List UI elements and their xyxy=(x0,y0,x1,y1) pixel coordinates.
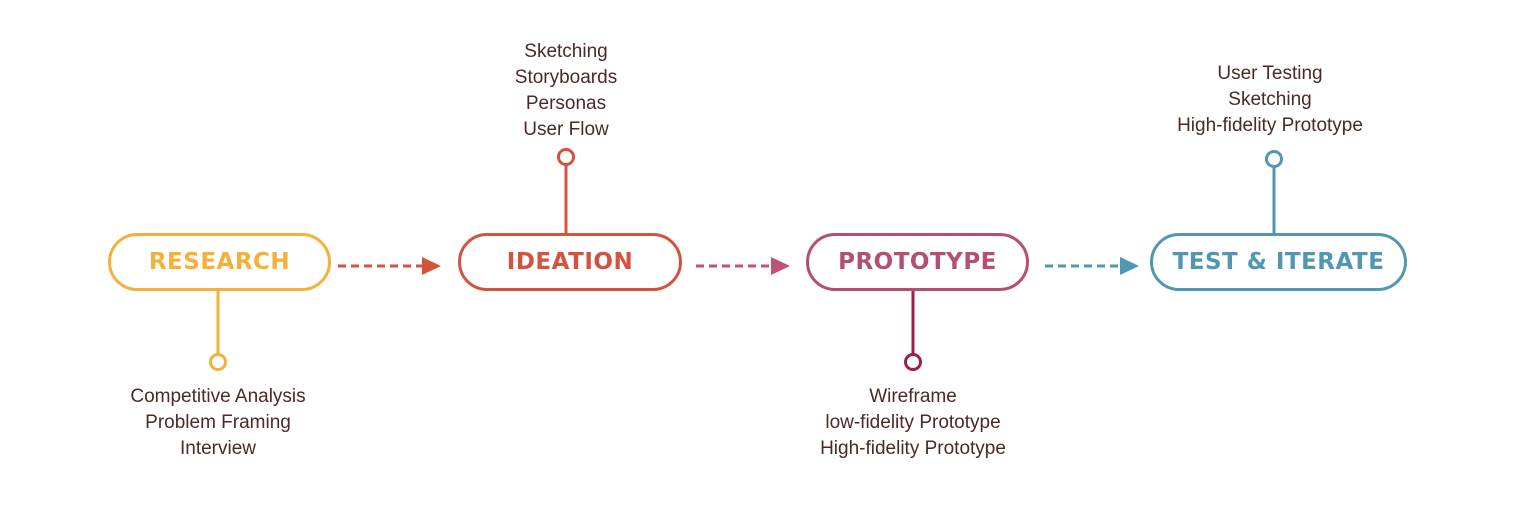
test-dot xyxy=(1265,150,1283,168)
ideation-dot xyxy=(557,148,575,166)
stage-ideation-label: IDEATION xyxy=(506,249,634,275)
stage-research-label: RESEARCH xyxy=(148,249,291,275)
detail-item: low-fidelity Prototype xyxy=(825,412,1001,433)
stage-prototype-label: PROTOTYPE xyxy=(838,249,997,275)
stage-prototype: PROTOTYPE xyxy=(806,233,1029,291)
detail-item: Personas xyxy=(525,93,607,114)
detail-item: Problem Framing xyxy=(145,412,291,433)
arrowhead-prototype-test xyxy=(1120,257,1139,275)
detail-item: Storyboards xyxy=(514,67,618,88)
arrowhead-ideation-prototype xyxy=(771,257,790,275)
detail-item: Sketching xyxy=(1228,89,1312,110)
detail-item: User Testing xyxy=(1217,63,1323,84)
stage-ideation: IDEATION xyxy=(458,233,682,291)
arrowhead-research-ideation xyxy=(422,257,441,275)
detail-item: Sketching xyxy=(524,41,608,62)
detail-item: High-fidelity Prototype xyxy=(820,438,1006,459)
prototype-details: Wireframe low-fidelity Prototype High-fi… xyxy=(763,384,1063,462)
detail-item: Interview xyxy=(179,438,257,459)
detail-item: User Flow xyxy=(523,119,609,140)
detail-item: Competitive Analysis xyxy=(130,386,306,407)
detail-item: Wireframe xyxy=(869,386,957,407)
stage-test-iterate: TEST & ITERATE xyxy=(1150,233,1407,291)
prototype-dot xyxy=(904,353,922,371)
stage-research: RESEARCH xyxy=(108,233,331,291)
test-details: User Testing Sketching High-fidelity Pro… xyxy=(1120,61,1420,139)
detail-item: High-fidelity Prototype xyxy=(1177,115,1363,136)
stage-test-iterate-label: TEST & ITERATE xyxy=(1172,249,1385,275)
ideation-details: Sketching Storyboards Personas User Flow xyxy=(416,39,716,143)
research-details: Competitive Analysis Problem Framing Int… xyxy=(68,384,368,462)
research-dot xyxy=(209,353,227,371)
